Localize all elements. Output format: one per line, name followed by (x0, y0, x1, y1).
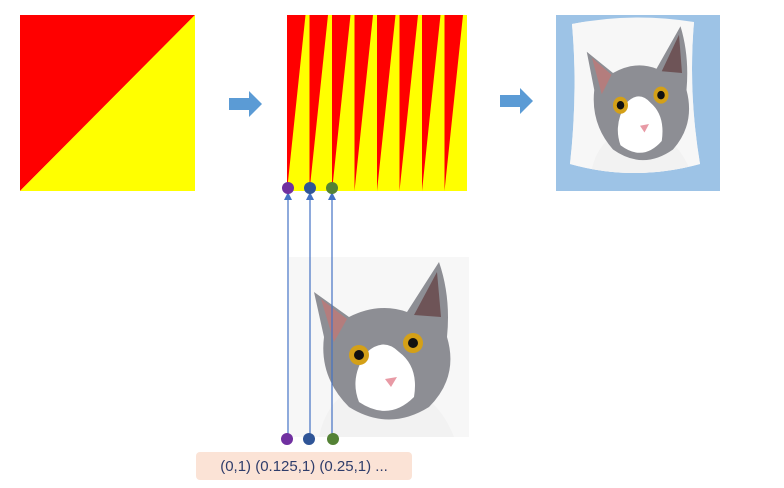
vertex-dot-blue (304, 182, 316, 194)
red-sliver-triangle (354, 15, 373, 191)
right-arrow-icon (229, 91, 262, 117)
cat-photo-icon (289, 257, 469, 437)
vertex-dot-purple (282, 182, 294, 194)
red-sliver-triangle (377, 15, 396, 191)
arrowhead-icon (284, 192, 292, 200)
vertex-dot-green (326, 182, 338, 194)
texcoord-dot-blue (303, 433, 315, 445)
warped-result (556, 15, 720, 191)
red-sliver-triangle (332, 15, 351, 191)
yellow-triangle (20, 15, 195, 191)
red-sliver-triangle (422, 15, 441, 191)
arrowhead-icon (328, 192, 336, 200)
sliver-square (287, 15, 467, 191)
right-arrow-icon (500, 88, 533, 114)
texture-coords-label: (0,1) (0.125,1) (0.25,1) ... (196, 452, 412, 480)
mapping-lines (284, 192, 336, 437)
red-sliver-triangle (399, 15, 418, 191)
texcoord-dot-purple (281, 433, 293, 445)
cat-photo-warped-icon (570, 17, 700, 173)
red-sliver-triangle (444, 15, 463, 191)
split-square (20, 15, 195, 191)
arrowhead-icon (306, 192, 314, 200)
red-sliver-triangle (287, 15, 306, 191)
texcoord-dot-green (327, 433, 339, 445)
red-sliver-triangle (309, 15, 328, 191)
